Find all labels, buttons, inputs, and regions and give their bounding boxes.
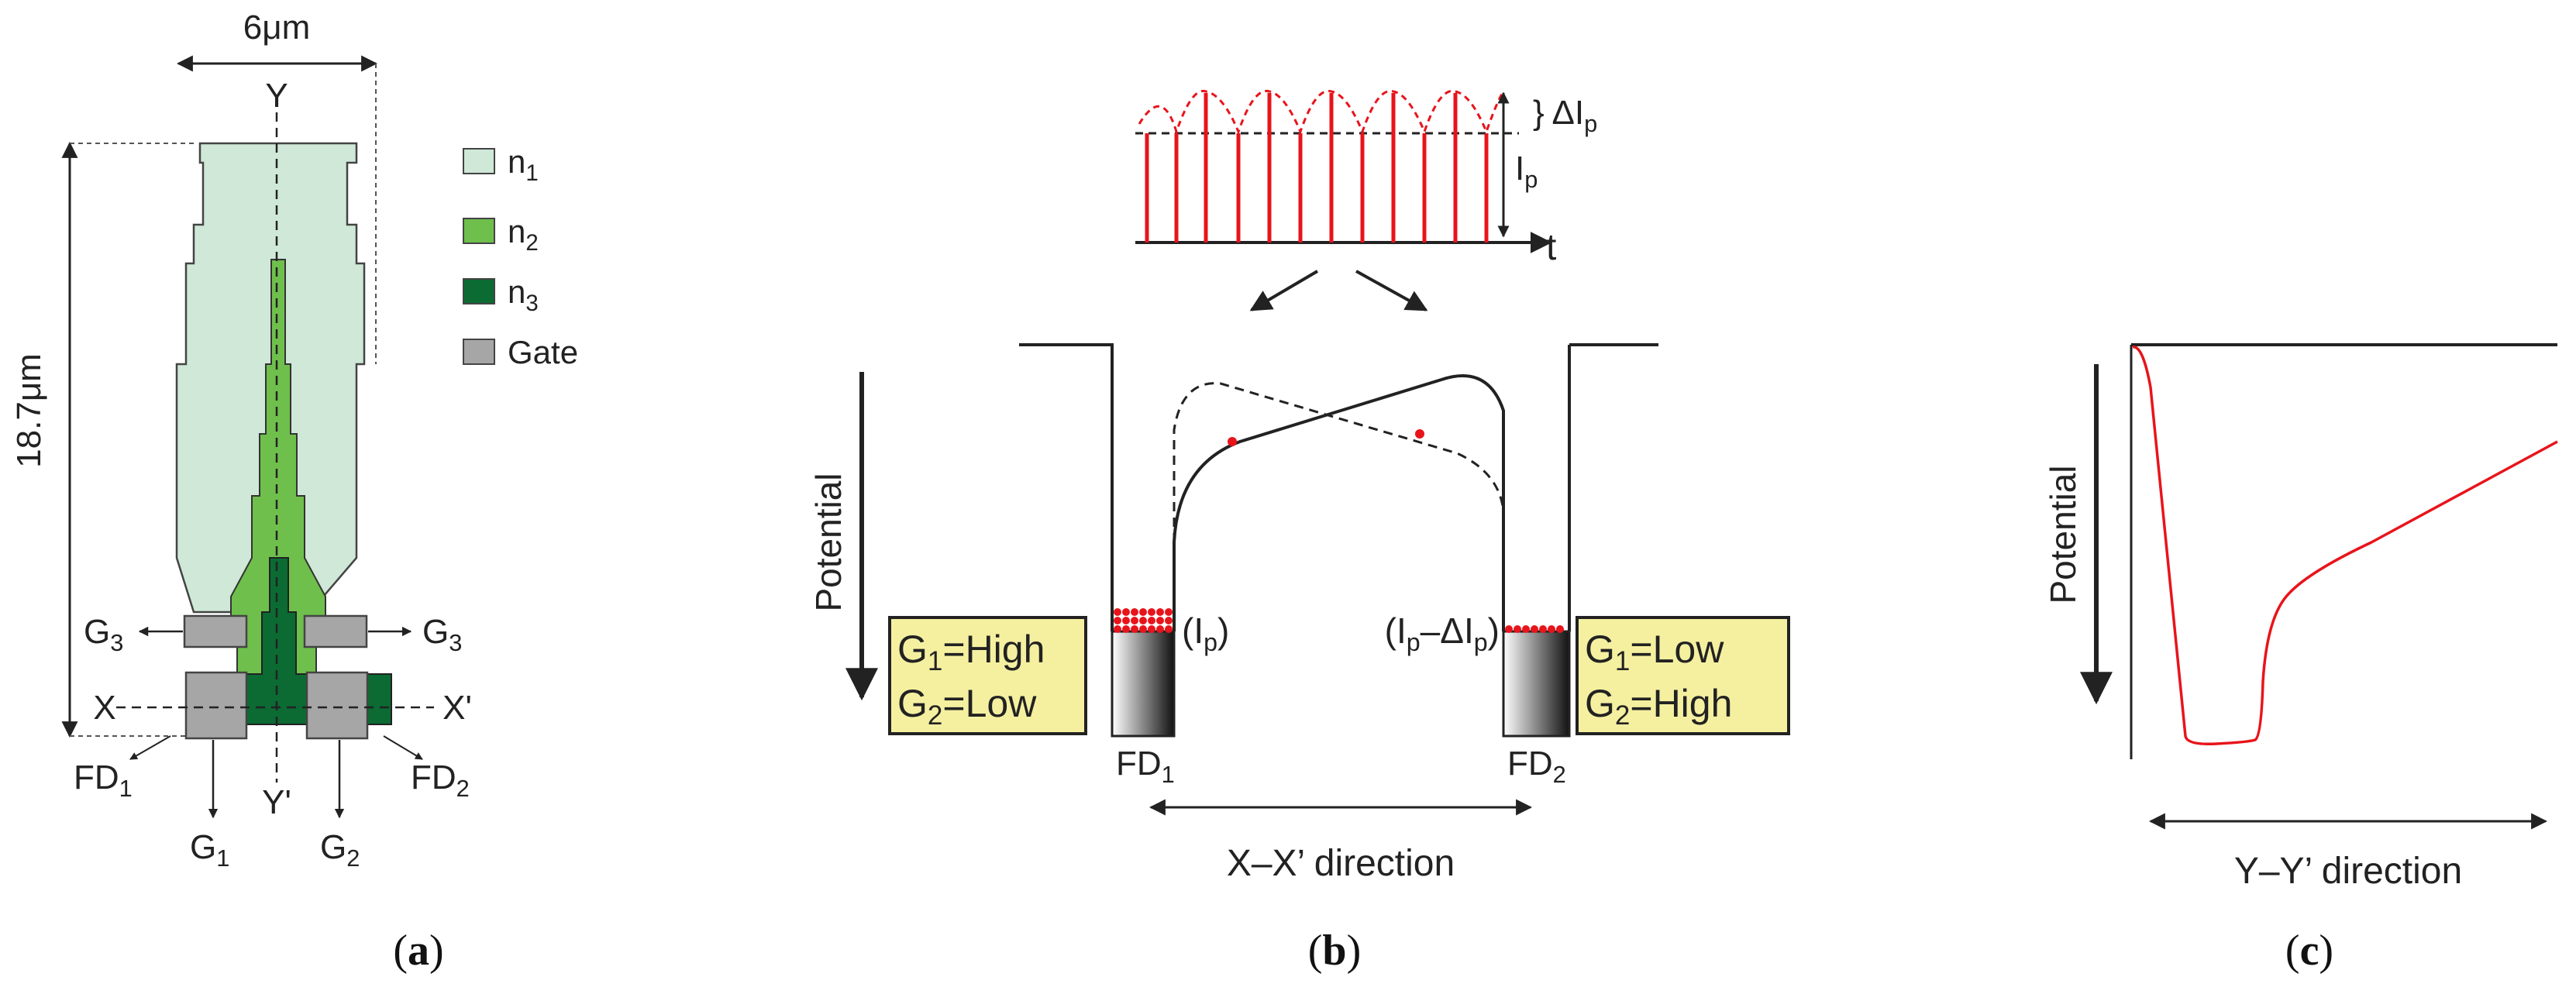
- pulse-bars: [1145, 93, 1489, 243]
- caption-b: (b): [1308, 927, 1361, 975]
- electron-dot-left: [1228, 437, 1237, 446]
- axis-y-top-label: Y: [265, 77, 288, 115]
- fd2-well: [1502, 630, 1571, 738]
- right-gate-state-box: G1=Low G2=High: [1576, 616, 1790, 735]
- fd1-label: FD1: [74, 758, 133, 802]
- legend-swatch-n1: [463, 148, 495, 174]
- panel-c: Potential Y–Y’ direction (c): [2043, 343, 2558, 975]
- legend-label-n3: n3: [508, 273, 539, 316]
- gate-g2: [305, 671, 369, 740]
- charge-fd1: [1114, 608, 1173, 633]
- legend-label-gate: Gate: [508, 334, 578, 370]
- legend-label-n1: n1: [508, 143, 539, 186]
- y-direction-label: Y–Y’ direction: [2234, 851, 2462, 892]
- pulse-train: t } ΔIp Ip: [1135, 89, 1597, 311]
- width-dimension-label: 6μm: [243, 9, 310, 46]
- pulse-split-arrow-left: [1249, 270, 1319, 311]
- pulse-split-arrow-right: [1355, 270, 1428, 311]
- gate-g3-left: [183, 614, 248, 648]
- legend-swatch-n2: [463, 218, 495, 244]
- gate-g3-right: [303, 614, 368, 648]
- potential-well-outline: [1019, 343, 1658, 631]
- axis-x-right-label: X': [443, 689, 472, 727]
- right-charge-label: (Ip–ΔIp): [1385, 611, 1500, 656]
- left-box-line2: G2=Low: [897, 682, 1037, 731]
- caption-c: (c): [2285, 927, 2333, 975]
- fd1-well: [1111, 630, 1176, 738]
- legend-label-n2: n2: [508, 213, 539, 256]
- fd1-label-b: FD1: [1116, 745, 1175, 788]
- pulse-time-label: t: [1546, 227, 1556, 268]
- potential-label-c: Potential: [2043, 465, 2083, 604]
- g1-label: G1: [190, 828, 229, 872]
- g2-label: G2: [320, 828, 360, 872]
- fd2-label: FD2: [411, 758, 470, 802]
- fd2-arrow: [383, 735, 423, 760]
- panel-b: t } ΔIp Ip: [808, 89, 1790, 975]
- pulse-ip-label: Ip: [1515, 150, 1538, 193]
- gate-g1: [184, 671, 248, 740]
- g3-right-label: G3: [422, 613, 462, 656]
- height-dimension-label: 18.7μm: [10, 353, 48, 468]
- y-potential-curve: [2132, 346, 2558, 746]
- legend: n1 n2 n3 Gate: [463, 143, 578, 370]
- potential-curve-solid: [1173, 374, 1505, 631]
- legend-swatch-gate: [463, 339, 495, 365]
- fd2-label-b: FD2: [1507, 745, 1566, 788]
- electron-dot-right: [1415, 429, 1424, 439]
- caption-a: (a): [393, 927, 443, 975]
- x-direction-label: X–X’ direction: [1227, 843, 1455, 884]
- left-gate-state-box: G1=High G2=Low: [888, 616, 1087, 735]
- charge-fd2: [1505, 625, 1564, 633]
- pulse-delta-label: } ΔIp: [1533, 94, 1597, 137]
- pulse-envelope: [1138, 89, 1505, 136]
- left-charge-label: (Ip): [1182, 611, 1229, 656]
- g3-left-label: G3: [84, 613, 123, 656]
- axis-y-bottom-label: Y': [262, 783, 291, 821]
- left-box-line1: G1=High: [897, 628, 1045, 676]
- legend-swatch-n3: [463, 278, 495, 304]
- potential-curve-dashed: [1173, 382, 1505, 542]
- right-box-line2: G2=High: [1585, 682, 1732, 731]
- axis-x-left-label: X: [93, 689, 115, 727]
- potential-label-b: Potential: [808, 473, 849, 611]
- right-box-line1: G1=Low: [1585, 628, 1724, 676]
- panel-a: 6μm 18.7μm Y Y' X X' G3 G3 FD1 FD2: [10, 9, 578, 975]
- fd1-arrow: [129, 735, 171, 760]
